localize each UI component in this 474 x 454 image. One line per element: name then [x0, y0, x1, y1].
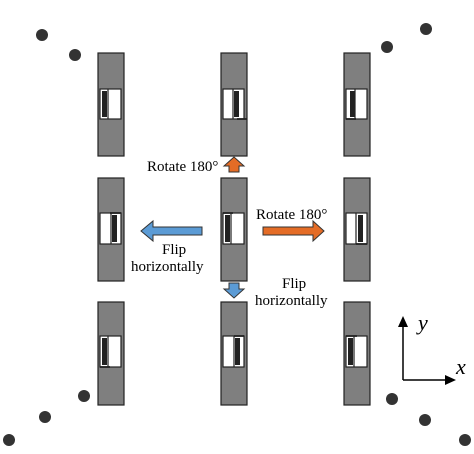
arrow-up-orange: [222, 156, 246, 173]
dot: [36, 29, 48, 41]
flip-down-label-line2: horizontally: [255, 293, 328, 309]
rotate-up-label: Rotate 180°: [147, 159, 218, 175]
flip-left-label-line2: horizontally: [131, 259, 204, 275]
element-r3-c3: [343, 301, 371, 406]
element-r1-c1: [97, 52, 125, 157]
arrow-down-blue: [222, 282, 246, 299]
element-r2-c3: [343, 177, 371, 282]
arrow-right-orange: [262, 219, 325, 243]
element-r3-c2: [220, 301, 248, 406]
dot: [69, 49, 81, 61]
corner-dots: [3, 23, 471, 446]
element-r2-c2-reference: [220, 177, 248, 282]
flip-left-label-line1: Flip: [162, 242, 186, 258]
dot: [78, 390, 90, 402]
arrow-left-blue: [140, 219, 203, 243]
y-axis-label: y: [416, 310, 428, 335]
element-r2-c1: [97, 177, 125, 282]
dot: [420, 23, 432, 35]
element-r1-c3: [343, 52, 371, 157]
coordinate-axes: y x: [398, 310, 466, 385]
element-r3-c1: [97, 301, 125, 406]
dot: [39, 411, 51, 423]
dot: [419, 414, 431, 426]
dot: [3, 434, 15, 446]
dot: [459, 434, 471, 446]
x-axis-label: x: [455, 354, 466, 379]
flip-down-label-line1: Flip: [282, 276, 306, 292]
dot: [386, 393, 398, 405]
dot: [381, 41, 393, 53]
rotate-right-label: Rotate 180°: [256, 207, 327, 223]
element-r1-c2: [220, 52, 248, 157]
